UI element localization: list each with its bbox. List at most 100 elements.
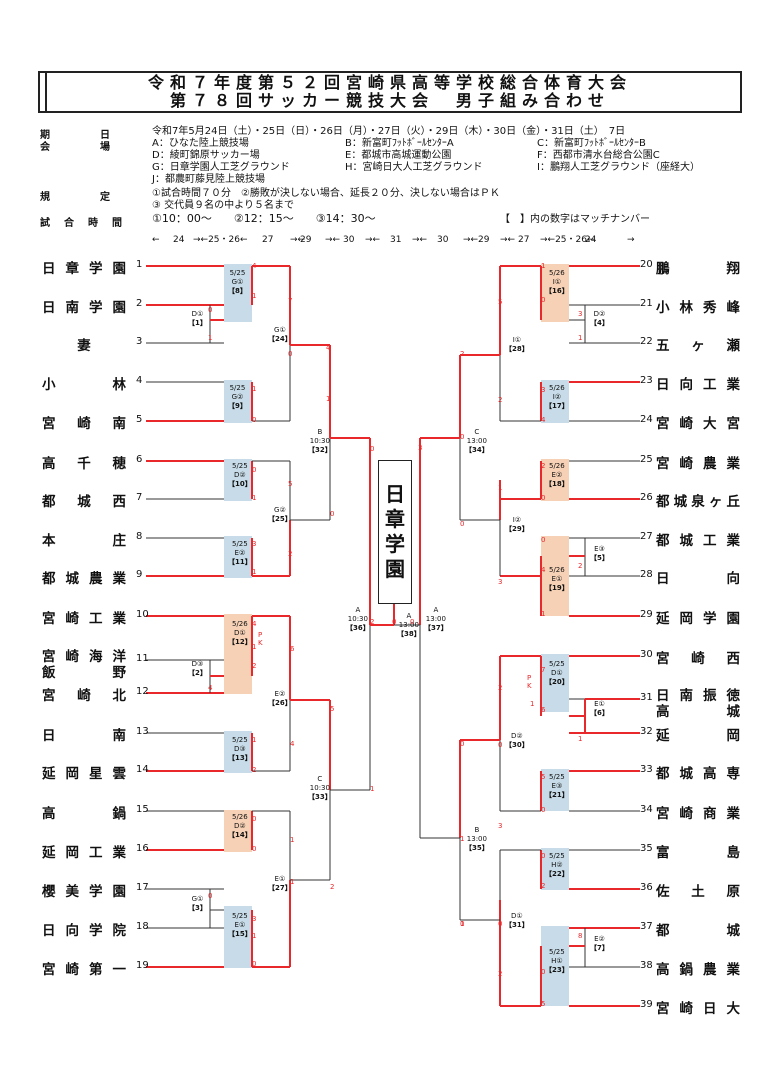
team-name-char: 原: [726, 884, 741, 900]
match-label: D②【30】: [505, 732, 529, 750]
team-name-char: 向: [726, 571, 741, 587]
match-label: C 13:00【34】: [465, 428, 489, 455]
team-name-char: 城: [673, 494, 688, 510]
venue-a: A：ひなた陸上競技場: [152, 138, 249, 149]
venue-i: I：鵬翔人工芝グラウンド（座経大）: [537, 162, 700, 173]
team-number: 32: [640, 726, 653, 737]
champion-name: 日章学園: [385, 482, 405, 582]
match-label: E②【7】: [590, 935, 609, 953]
team-name-char: 日: [42, 923, 56, 939]
team-name: 延岡星雲: [42, 762, 126, 782]
match-box: [224, 459, 252, 501]
match-venue: C 13:00: [466, 428, 487, 445]
team-name: 宮崎南: [42, 412, 126, 432]
team-name-char: 延: [656, 611, 670, 627]
match-no: 【23】: [545, 966, 569, 974]
match-times: ①10：00～ ②12：15～ ③14：30～: [152, 212, 376, 225]
period-text: 令和7年5月24日（土）・25日（日）・26日（月）・27日（火）・29日（木）…: [152, 126, 626, 137]
match-venue: E②: [274, 690, 286, 698]
score: 0: [498, 920, 503, 928]
team-name-char: 工: [89, 611, 103, 627]
score: 1: [208, 334, 213, 342]
team-name: 櫻美学園: [42, 880, 126, 900]
schedule-item: →←25・26←: [193, 235, 248, 245]
score: 0: [541, 852, 546, 860]
match-venue: I①: [512, 336, 522, 344]
team-name-char: 城: [726, 923, 741, 939]
team-name: 宮崎大宮: [656, 412, 740, 432]
team-name: 都城泉ヶ丘: [656, 490, 740, 510]
team-number: 37: [640, 921, 653, 932]
team-name: 高鍋農業: [656, 958, 740, 978]
team-name-char: 院: [112, 923, 127, 939]
champion-char: 章: [385, 507, 405, 531]
match-no: 【38】: [397, 630, 421, 638]
match-no: 【2】: [188, 669, 207, 677]
team-name: 高千穂: [42, 452, 126, 472]
score: 1: [498, 484, 503, 492]
team-name-char: 土: [691, 884, 705, 900]
team-name-char: 泉: [691, 494, 705, 510]
match-no: 【10】: [228, 480, 252, 488]
team-name-char: 宮: [42, 416, 56, 432]
team-name-char: 都: [42, 571, 56, 587]
team-number: 38: [640, 960, 653, 971]
venue-h: H：宮崎日大人工芝グラウンド: [345, 162, 483, 173]
team-number: 21: [640, 298, 653, 309]
schedule-item: 30: [343, 235, 355, 245]
team-name-char: 学: [89, 300, 103, 316]
match-date: 5/25: [232, 462, 248, 470]
match-venue: E③: [551, 782, 563, 790]
score: 0: [392, 618, 397, 626]
match-venue: D①: [191, 310, 204, 318]
team-number: 12: [136, 686, 149, 697]
match-venue: E③: [594, 545, 605, 553]
score: 1: [252, 932, 257, 940]
venue-g: G：日章学園人工芝グラウンド: [152, 162, 290, 173]
score: 8: [578, 932, 583, 940]
team-number: 16: [136, 843, 149, 854]
team-name-char: 日: [42, 728, 56, 744]
match-label: B 13:00【35】: [465, 826, 489, 853]
team-name-char: 秀: [703, 300, 717, 316]
match-no: 【18】: [545, 480, 569, 488]
team-name: 宮崎北: [42, 684, 126, 704]
team-name-char: 鵬: [656, 261, 670, 277]
match-date: 5/26: [549, 566, 565, 574]
score: 0: [498, 741, 503, 749]
match-label: I①【28】: [505, 336, 529, 354]
match-box: [541, 769, 569, 811]
score: 0: [541, 968, 546, 976]
team-name-char: 宮: [726, 416, 741, 432]
team-name: 都城高専: [656, 762, 740, 782]
team-name: 宮崎商業: [656, 802, 740, 822]
team-name-char: 崎: [65, 611, 80, 627]
team-name-char: 商: [703, 806, 717, 822]
team-name-char: 鍋: [112, 806, 127, 822]
match-venue: E①: [234, 921, 246, 929]
team-name-char: 大: [726, 1001, 741, 1017]
team-number: 10: [136, 609, 149, 620]
team-number: 31: [640, 692, 653, 703]
match-label: B 10:30【32】: [308, 428, 332, 455]
match-date: 5/25: [549, 660, 565, 668]
score: 1: [541, 610, 546, 618]
team-name-line2: 高城: [656, 700, 740, 720]
champion-box: 日章学園: [378, 460, 412, 604]
match-no: 【21】: [545, 791, 569, 799]
match-label: A 13:00【38】: [397, 612, 421, 639]
match-no: 【15】: [228, 930, 252, 938]
team-number: 14: [136, 764, 149, 775]
match-no: 【4】: [590, 319, 609, 327]
team-name: 都城西: [42, 490, 126, 510]
team-number: 36: [640, 882, 653, 893]
team-name-char: 専: [726, 766, 741, 782]
champion-char: 日: [385, 482, 405, 506]
team-number: 17: [136, 882, 149, 893]
team-name-char: 富: [656, 845, 670, 861]
team-name-char: 宮: [656, 651, 670, 667]
team-name-char: 海: [89, 649, 103, 665]
